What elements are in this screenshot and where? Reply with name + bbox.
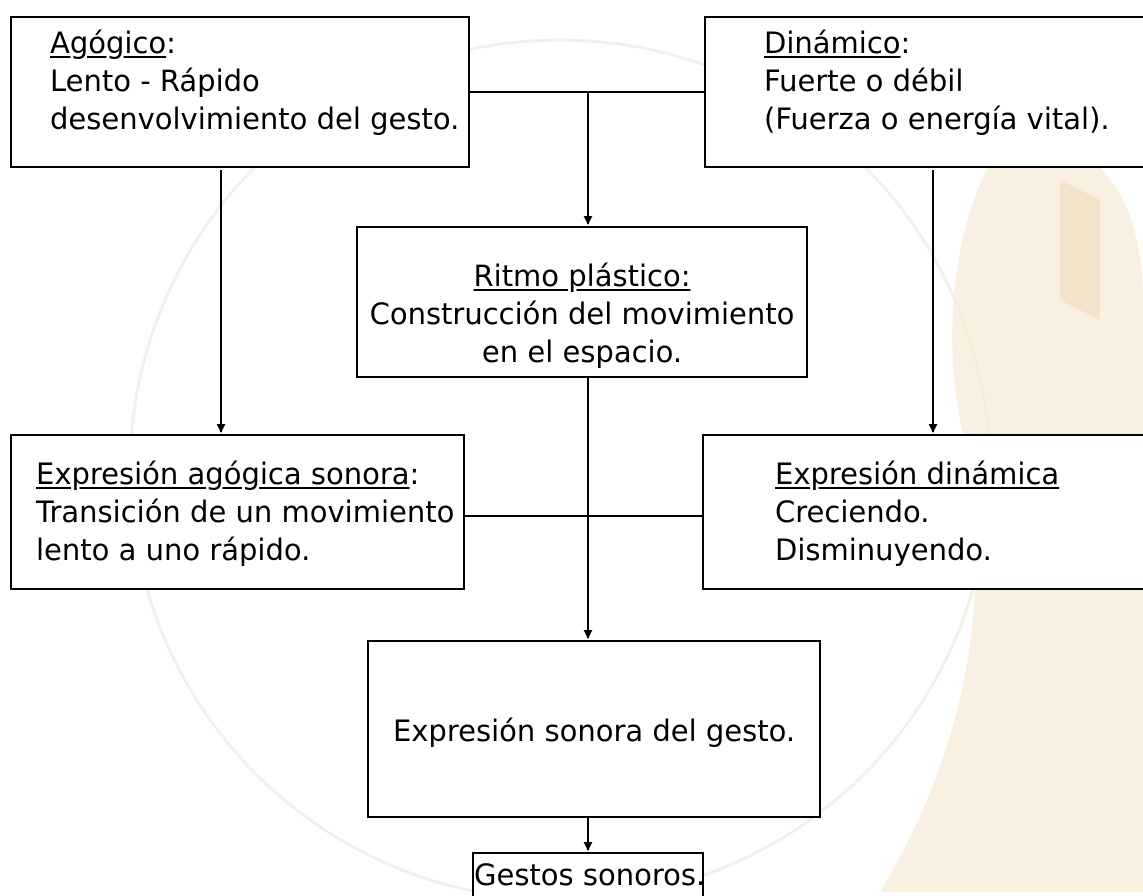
node-agogico: Agógico: Lento - Rápido desenvolvimiento… — [10, 16, 470, 168]
agogico-heading: Agógico — [50, 26, 167, 60]
expresion-agogica-heading: Expresión agógica sonora — [36, 457, 410, 491]
expresion-sonora-text: Expresión sonora del gesto. — [392, 714, 796, 748]
expresion-agogica-line-2: lento a uno rápido. — [36, 533, 311, 567]
expresion-dinamica-line-1: Creciendo. — [775, 495, 930, 529]
node-expresion-dinamica: Expresión dinámica Creciendo. Disminuyen… — [702, 434, 1143, 590]
expresion-agogica-line-1: Transición de un movimiento — [36, 495, 455, 529]
ritmo-plastico-line-2: en el espacio. — [481, 335, 683, 369]
node-gestos-sonoros: Gestos sonoros. — [472, 852, 706, 896]
node-dinamico: Dinámico: Fuerte o débil (Fuerza o energ… — [704, 16, 1143, 168]
dinamico-line-1: Fuerte o débil — [764, 64, 964, 98]
node-expresion-agogica-sonora: Expresión agógica sonora: Transición de … — [10, 434, 465, 590]
node-expresion-sonora: Expresión sonora del gesto. — [367, 640, 821, 818]
agogico-line-1: Lento - Rápido — [50, 64, 260, 98]
ritmo-plastico-heading: Ritmo plástico: — [473, 259, 691, 293]
gestos-sonoros-text: Gestos sonoros. — [474, 858, 706, 892]
expresion-dinamica-line-2: Disminuyendo. — [775, 533, 992, 567]
expresion-dinamica-heading: Expresión dinámica — [775, 457, 1060, 491]
dinamico-heading: Dinámico — [764, 26, 901, 60]
dinamico-line-2: (Fuerza o energía vital). — [764, 102, 1110, 136]
node-ritmo-plastico: Ritmo plástico: Construcción del movimie… — [356, 226, 808, 378]
ritmo-plastico-line-1: Construcción del movimiento — [369, 297, 795, 331]
agogico-line-2: desenvolvimiento del gesto. — [50, 102, 460, 136]
